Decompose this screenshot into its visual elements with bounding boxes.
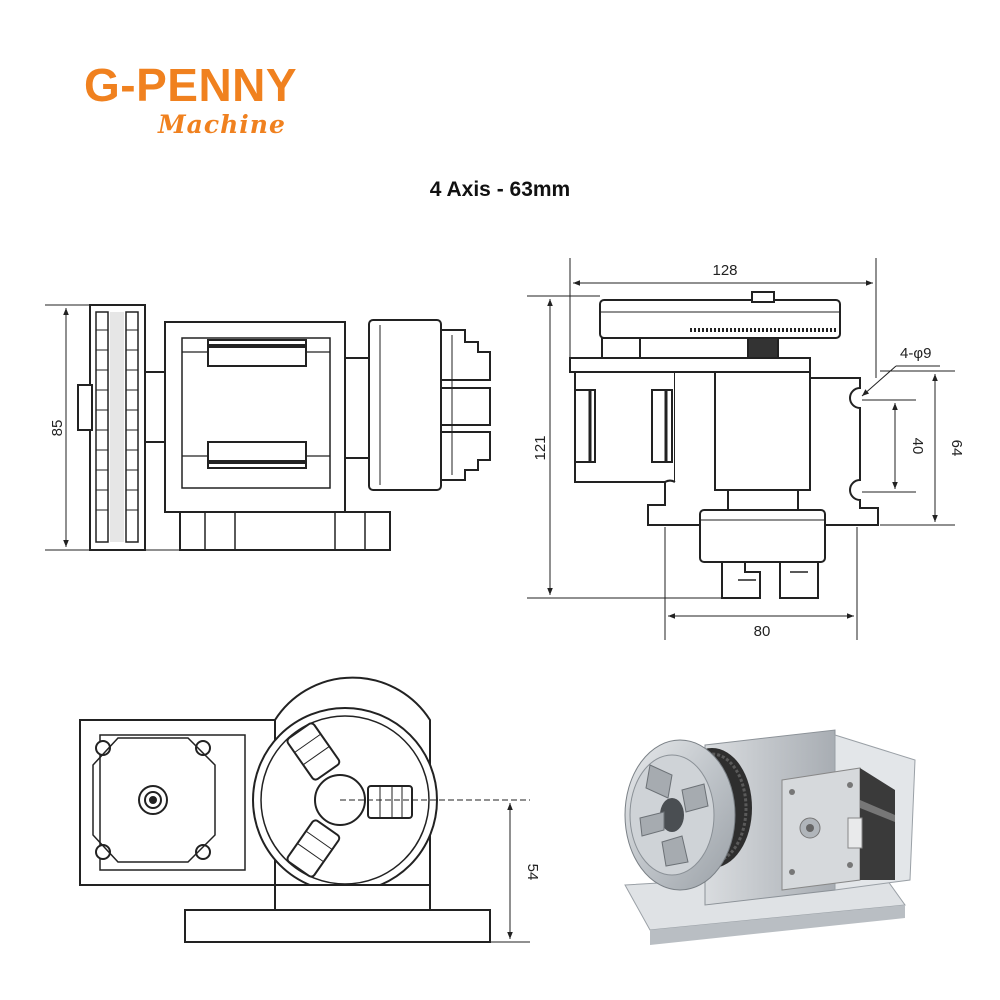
- dimension-label-121: 121: [532, 435, 549, 460]
- dimension-121: [527, 295, 722, 599]
- dimension-label-85: 85: [49, 420, 66, 437]
- brand-subtitle: Machine: [158, 110, 286, 139]
- dimension-80: [664, 527, 858, 640]
- dimension-label-hole: 4-φ9: [900, 345, 931, 362]
- dimension-64: [880, 370, 955, 526]
- front-view: [569, 291, 879, 599]
- back-view: [79, 676, 491, 943]
- dimension-40: [862, 399, 916, 493]
- dimension-label-128: 128: [712, 262, 737, 279]
- dimension-128: [569, 258, 877, 378]
- dimension-label-54: 54: [524, 864, 541, 881]
- page-title: 4 Axis - 63mm: [429, 178, 571, 201]
- side-view: [77, 304, 491, 551]
- dimension-85: [45, 304, 180, 551]
- dimension-label-80: 80: [754, 623, 771, 640]
- dimension-label-40: 40: [909, 438, 926, 455]
- brand-logo: G-PENNY: [84, 59, 298, 111]
- product-photo: [624, 729, 916, 945]
- dimension-54: [340, 799, 530, 943]
- dimension-label-64: 64: [948, 440, 965, 457]
